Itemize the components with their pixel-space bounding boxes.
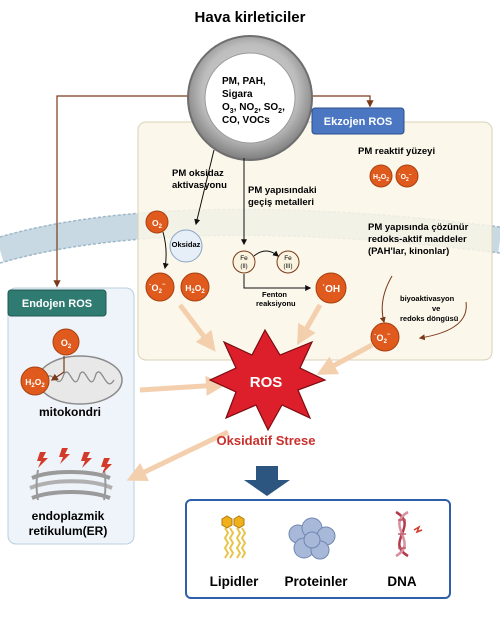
- fenton-arrow: [243, 274, 312, 291]
- pollutant-line-1: PM, PAH,: [222, 76, 266, 87]
- lightning-icons: [37, 448, 112, 474]
- h2o2-endo-label: H2O2: [25, 377, 45, 389]
- dna-icon: [395, 510, 423, 558]
- oxidase-arrow: [194, 149, 215, 226]
- pollutant-line-3: O3, NO2, SO2,: [222, 102, 285, 115]
- ros-label: ROS: [250, 374, 283, 391]
- endoplasmic-reticulum-icon: [29, 469, 113, 501]
- exogenous-label-box: [311, 107, 405, 135]
- superoxide-molecule: [145, 272, 175, 302]
- h2o2-small-label: H2O2: [373, 174, 389, 183]
- mitochondria-cristae: [45, 371, 115, 385]
- fe3-ion: [276, 250, 300, 274]
- superoxide-molecule-redox: [370, 322, 400, 352]
- target-proteins: Proteinler: [284, 574, 348, 589]
- oxidase-label: Oksidaz: [172, 240, 201, 249]
- er-label-2: retikulum(ER): [29, 524, 108, 538]
- target-dna: DNA: [387, 574, 416, 589]
- fe2-label-2: (II): [240, 264, 247, 270]
- h2o2-molecule-endo: [20, 366, 50, 396]
- h2o2-molecule-small: [369, 164, 393, 188]
- down-arrow: [244, 466, 290, 496]
- h2o2-molecule: [180, 272, 210, 302]
- pollutant-to-exogenous-arrow: [300, 95, 374, 108]
- oh-to-ros-arrow: [297, 303, 323, 346]
- title: Hava kirleticiler: [195, 9, 306, 26]
- pollutant-particle-core: [204, 52, 296, 144]
- transition-metals-label-2: geçiş metalleri: [248, 197, 314, 208]
- fe-oxidation-arrow: [253, 250, 279, 257]
- mitochondria-shape: [37, 355, 123, 405]
- ros-burst: [208, 328, 327, 432]
- pollutant-line-4: CO, VOCs: [222, 115, 270, 126]
- fe2-label-1: Fe: [240, 255, 248, 262]
- fenton-label-1: Fenton: [262, 290, 287, 299]
- superoxide-small-label: ˙O2−: [398, 172, 412, 183]
- endogenous-region: [7, 287, 135, 545]
- superoxide-label: ˙O2−: [149, 282, 166, 295]
- o2-to-superoxide-arrow: [162, 231, 169, 270]
- o2-to-h2o2-arrow: [50, 356, 65, 381]
- redox-active-label-1: PM yapısında çözünür: [368, 222, 469, 233]
- oxidative-stress-label: Oksidatif Strese: [217, 433, 316, 448]
- redox-cycle-arrow-right: [418, 301, 467, 341]
- superoxide-molecule-small: [395, 164, 419, 188]
- redox-active-label-2: redoks-aktif maddeler: [368, 234, 467, 245]
- hydroxyl-label: ˙OH: [322, 284, 340, 295]
- o2-endo-label: O2: [61, 338, 72, 350]
- mitochondria-label: mitokondri: [39, 405, 101, 419]
- fe3-label-2: (III): [284, 264, 293, 270]
- oxidase-enzyme: [169, 229, 203, 263]
- fe3-label-1: Fe: [284, 255, 292, 262]
- o2-molecule-exo: [145, 210, 169, 234]
- hydroxyl-radical: [315, 272, 347, 304]
- bioactivation-label-3: redoks döngüsü: [400, 314, 459, 323]
- endogenous-label-box: [7, 289, 107, 317]
- o2-molecule-endo: [52, 328, 80, 356]
- pm-oxidase-label-1: PM oksidaz: [172, 168, 224, 179]
- redox-active-label-3: (PAH'lar, kinonlar): [368, 246, 449, 257]
- mitochondria-to-ros-arrow: [139, 375, 226, 396]
- endogenous-label: Endojen ROS: [22, 298, 92, 310]
- pm-reactive-surface-label: PM reaktif yüzeyi: [358, 146, 435, 157]
- lipid-icon: [221, 515, 247, 559]
- bioactivation-label-1: biyoaktivasyon: [400, 294, 455, 303]
- exo-to-ros-arrow: [178, 303, 216, 352]
- pollutant-line-2: Sigara: [222, 89, 253, 100]
- o2-exo-label: O2: [152, 218, 163, 230]
- pm-oxidase-label-2: aktivasyonu: [172, 180, 227, 191]
- er-ros-arrow: [126, 429, 230, 481]
- target-lipids: Lipidler: [210, 574, 259, 589]
- redox-cycle-arrow-left: [379, 275, 393, 324]
- transition-metals-label-1: PM yapısındaki: [248, 185, 317, 196]
- protein-icon: [288, 517, 336, 560]
- exogenous-label: Ekzojen ROS: [324, 116, 392, 128]
- fe2-ion: [232, 250, 256, 274]
- fenton-label-2: reaksiyonu: [256, 299, 296, 308]
- redox-to-ros-arrow: [316, 342, 374, 375]
- bioactivation-label-2: ve: [432, 304, 440, 313]
- h2o2-label: H2O2: [185, 283, 205, 295]
- pollutant-to-endogenous-arrow: [53, 95, 190, 288]
- superoxide-redox-label: ˙O2−: [374, 332, 391, 345]
- er-label-1: endoplazmik: [32, 509, 105, 523]
